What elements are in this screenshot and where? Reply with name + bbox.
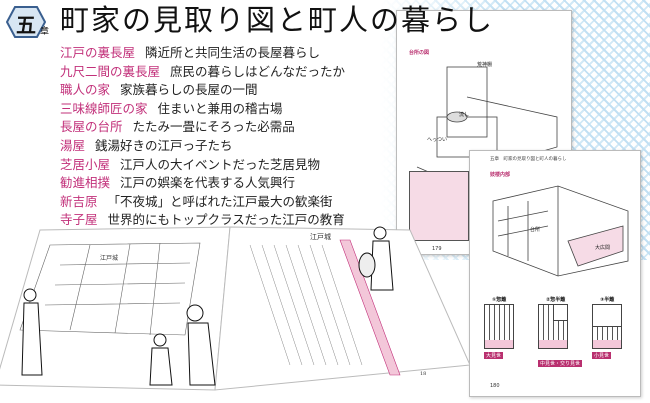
- map-label: 江戸城: [100, 255, 118, 262]
- topic-title: 長屋の台所: [60, 119, 123, 135]
- topic-description: 江戸人の大イベントだった芝居見物: [120, 156, 321, 172]
- topic-description: 銭湯好きの江戸っ子たち: [95, 137, 233, 153]
- label: 台所: [530, 227, 541, 233]
- page-number: 179: [432, 246, 442, 252]
- figure-woman: [21, 288, 43, 376]
- topic-title: 勧進相撲: [60, 175, 111, 191]
- label: 大広間: [595, 245, 611, 251]
- page-number: 18: [420, 371, 426, 377]
- lattice-name: ②惣半籬: [546, 297, 566, 303]
- figure-man-with-fan: [358, 226, 394, 291]
- topic-title: 江戸の裏長屋: [60, 45, 136, 60]
- lattice-diagram: [484, 304, 514, 349]
- topic-description: 住まいと兼用の稽古場: [157, 100, 283, 116]
- shop-rank-tag: 大見世: [484, 352, 504, 359]
- lattice-diagram: [538, 304, 568, 349]
- topic-item: 寺子屋世界的にもトップクラスだった江戸の教育: [60, 211, 345, 230]
- page-heading: 台所の図: [409, 50, 430, 56]
- topic-title: 九尺二間の裏長屋: [60, 63, 161, 79]
- topic-title: 三味線師匠の家: [60, 100, 148, 116]
- label: 流し: [459, 112, 470, 118]
- spread-heading: 江戸城: [310, 233, 331, 241]
- shop-rank-tag: 中見世・交り見世: [538, 360, 583, 367]
- page-header: 五章 町家の見取り図と町人の暮らし: [490, 157, 567, 162]
- topic-item: 湯屋銭湯好きの江戸っ子たち: [60, 137, 345, 156]
- topic-title: 芝居小屋: [60, 156, 111, 172]
- lattice-diagram: [592, 304, 622, 349]
- topic-item: 江戸の裏長屋隣近所と共同生活の長屋暮らし: [60, 44, 345, 63]
- chapter-suffix: 章: [40, 27, 50, 37]
- topic-item: 芝居小屋江戸人の大イベントだった芝居見物: [60, 156, 345, 175]
- chapter-badge: 五: [6, 6, 46, 38]
- edo-townsperson-figures: [21, 226, 394, 386]
- page-brothel: 五章 町家の見取り図と町人の暮らし 妓楼内部 大広間 台所 ①惣籬 大見世 ②惣…: [469, 150, 641, 397]
- topic-description: 世界的にもトップクラスだった江戸の教育: [107, 212, 345, 228]
- shop-rank-tag: 小見世: [592, 352, 612, 359]
- floor-plan: [409, 171, 469, 241]
- topic-list: 江戸の裏長屋隣近所と共同生活の長屋暮らし九尺二間の裏長屋庶民の暮らしはどんなだっ…: [60, 44, 345, 230]
- topic-description: 庶民の暮らしはどんなだったか: [170, 63, 346, 79]
- topic-item: 長屋の台所たたみ一畳にそろった必需品: [60, 118, 345, 137]
- label: へっつい: [427, 137, 448, 143]
- topic-item: 三味線師匠の家住まいと兼用の稽古場: [60, 100, 345, 119]
- topic-item: 勧進相撲江戸の娯楽を代表する人気興行: [60, 174, 345, 193]
- topic-description: 「不夜城」と呼ばれた江戸最大の歓楽街: [107, 193, 333, 209]
- topic-description: 家族暮らしの長屋の一間: [120, 82, 258, 98]
- label: 荒神棚: [477, 62, 493, 68]
- lattice-name: ①惣籬: [492, 297, 507, 303]
- figure-adult: [186, 304, 216, 386]
- page-number: 180: [490, 383, 500, 389]
- chapter-title: 町家の見取り図と町人の暮らし: [60, 3, 495, 37]
- lattice-name: ③半籬: [600, 297, 615, 303]
- brothel-illustration: [492, 185, 629, 277]
- topic-description: 江戸の娯楽を代表する人気興行: [120, 175, 296, 191]
- figure-child: [149, 333, 173, 386]
- topic-title: 職人の家: [60, 82, 111, 98]
- topic-title: 湯屋: [60, 137, 86, 153]
- open-book-spread: 江戸城 江戸城 18: [0, 226, 470, 391]
- topic-item: 新吉原「不夜城」と呼ばれた江戸最大の歓楽街: [60, 193, 345, 212]
- topic-description: たたみ一畳にそろった必需品: [132, 119, 295, 135]
- page-heading: 妓楼内部: [490, 172, 511, 178]
- topic-title: 新吉原: [60, 193, 98, 209]
- topic-title: 寺子屋: [60, 212, 98, 228]
- topic-item: 九尺二間の裏長屋庶民の暮らしはどんなだったか: [60, 63, 345, 82]
- chapter-number: 五: [16, 13, 36, 37]
- topic-item: 職人の家家族暮らしの長屋の一間: [60, 81, 345, 100]
- topic-description: 隣近所と共同生活の長屋暮らし: [145, 45, 321, 60]
